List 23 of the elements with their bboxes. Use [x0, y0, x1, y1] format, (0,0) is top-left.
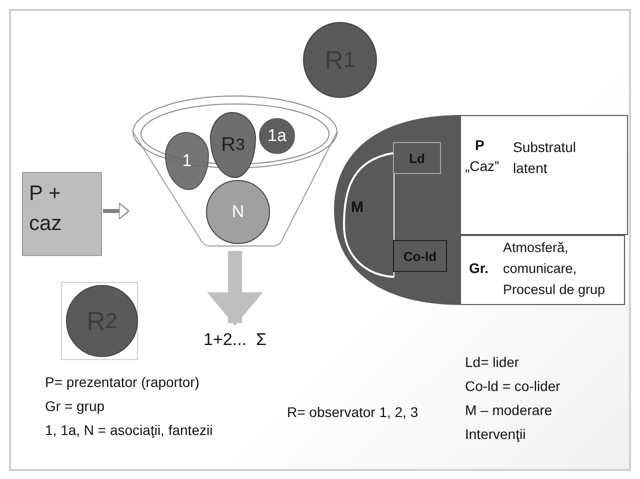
- legend-text: Intervenţii: [465, 426, 526, 442]
- box-text: Substratul latent: [513, 138, 578, 178]
- box-heading: P: [475, 137, 484, 153]
- shape-label: M: [351, 199, 364, 216]
- legend-text: P= prezentator (raportor): [45, 374, 200, 390]
- group-box: [460, 235, 625, 305]
- legend-text: 1, 1a, N = asociaţii, fantezii: [45, 422, 213, 438]
- box-label: P + caz: [29, 181, 63, 237]
- box-subheading: „Caz”: [465, 158, 500, 174]
- legend-text: R= observator 1, 2, 3: [287, 404, 418, 420]
- arrow: [103, 202, 130, 220]
- sum-text: 1+2... Σ: [190, 325, 280, 355]
- co-leader-box: Co-ld: [393, 240, 447, 272]
- box-text: Atmosferă, comunicare, Procesul de grup: [503, 239, 606, 299]
- legend-text: Co-ld = co-lider: [465, 378, 560, 394]
- leader-box: Ld: [393, 142, 441, 174]
- box-heading: Gr.: [469, 260, 488, 276]
- presenter-box: [22, 172, 102, 256]
- arrow: [207, 251, 263, 326]
- legend-text: M – moderare: [465, 402, 552, 418]
- legend-text: Ld= lider: [465, 354, 520, 370]
- legend-text: Gr = grup: [45, 398, 105, 414]
- case-box: [460, 115, 628, 235]
